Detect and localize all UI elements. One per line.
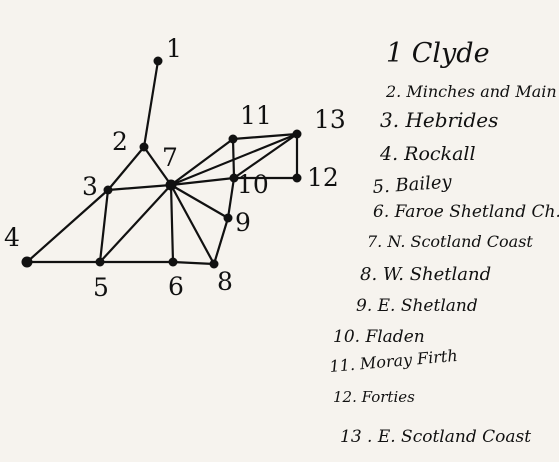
- node-label-7: 7: [162, 143, 178, 172]
- legend-item: 6. Faroe Shetland Ch.: [373, 202, 559, 222]
- node-13: [292, 129, 302, 139]
- edge-5-7: [98, 183, 173, 264]
- edge-7-9: [169, 183, 230, 220]
- node-label-11: 11: [240, 101, 272, 130]
- node-label-10: 10: [237, 170, 269, 199]
- node-10: [229, 173, 239, 183]
- edge-2-3: [106, 145, 146, 192]
- edge-11-13: [231, 132, 299, 141]
- node-11: [228, 134, 238, 144]
- edge-3-7: [106, 183, 173, 192]
- node-3: [103, 185, 113, 195]
- node-8: [209, 259, 219, 269]
- edge-3-5: [98, 188, 110, 264]
- legend: 1 Clyde 2. Minches and Main 3. Hebrides 4. …: [329, 38, 559, 447]
- edge-3-4: [25, 188, 110, 264]
- edge-6-7: [169, 183, 175, 264]
- node-label-1: 1: [166, 34, 182, 63]
- edge-7-11: [169, 137, 235, 187]
- node-9: [223, 213, 233, 223]
- node-label-8: 8: [217, 267, 233, 296]
- edge-11-10: [231, 137, 236, 180]
- edge-1-2: [142, 59, 160, 149]
- node-label-12: 12: [307, 163, 339, 192]
- legend-item: 8. W. Shetland: [360, 264, 491, 285]
- edge-10-9: [226, 176, 236, 220]
- legend-item: 12. Forties: [333, 388, 415, 406]
- legend-item: 3. Hebrides: [380, 108, 498, 132]
- edge-7-8: [169, 183, 216, 266]
- node-label-5: 5: [93, 273, 109, 302]
- node-1: [153, 56, 163, 66]
- edge-6-8: [171, 260, 216, 266]
- legend-item: 5. Bailey: [372, 171, 453, 198]
- edge-13-10: [232, 132, 299, 180]
- node-4: [21, 256, 33, 268]
- node-6: [168, 257, 178, 267]
- diagram-nodes: [21, 56, 302, 269]
- node-7: [165, 179, 177, 191]
- node-label-2: 2: [112, 127, 128, 156]
- node-12: [292, 173, 302, 183]
- node-label-9: 9: [235, 208, 251, 237]
- node-label-4: 4: [4, 223, 20, 252]
- legend-item: 10. Fladen: [333, 327, 425, 347]
- legend-item: 2. Minches and Main: [385, 82, 557, 101]
- legend-item: 9. E. Shetland: [356, 296, 478, 316]
- edge-9-8: [212, 216, 230, 266]
- node-5: [95, 257, 105, 267]
- node-label-13: 13: [314, 105, 346, 134]
- node-label-6: 6: [168, 272, 184, 301]
- legend-item: 11. Moray Firth: [329, 346, 459, 376]
- node-label-3: 3: [82, 172, 98, 201]
- legend-item: 4. Rockall: [379, 143, 476, 165]
- legend-item: 1 Clyde: [386, 38, 490, 69]
- edge-2-7: [142, 145, 173, 187]
- legend-item: 13 . E. Scotland Coast: [340, 427, 531, 447]
- diagram-edges: [25, 59, 299, 266]
- edge-7-10: [169, 176, 236, 187]
- node-2: [139, 142, 149, 152]
- legend-item: 7. N. Scotland Coast: [367, 232, 533, 251]
